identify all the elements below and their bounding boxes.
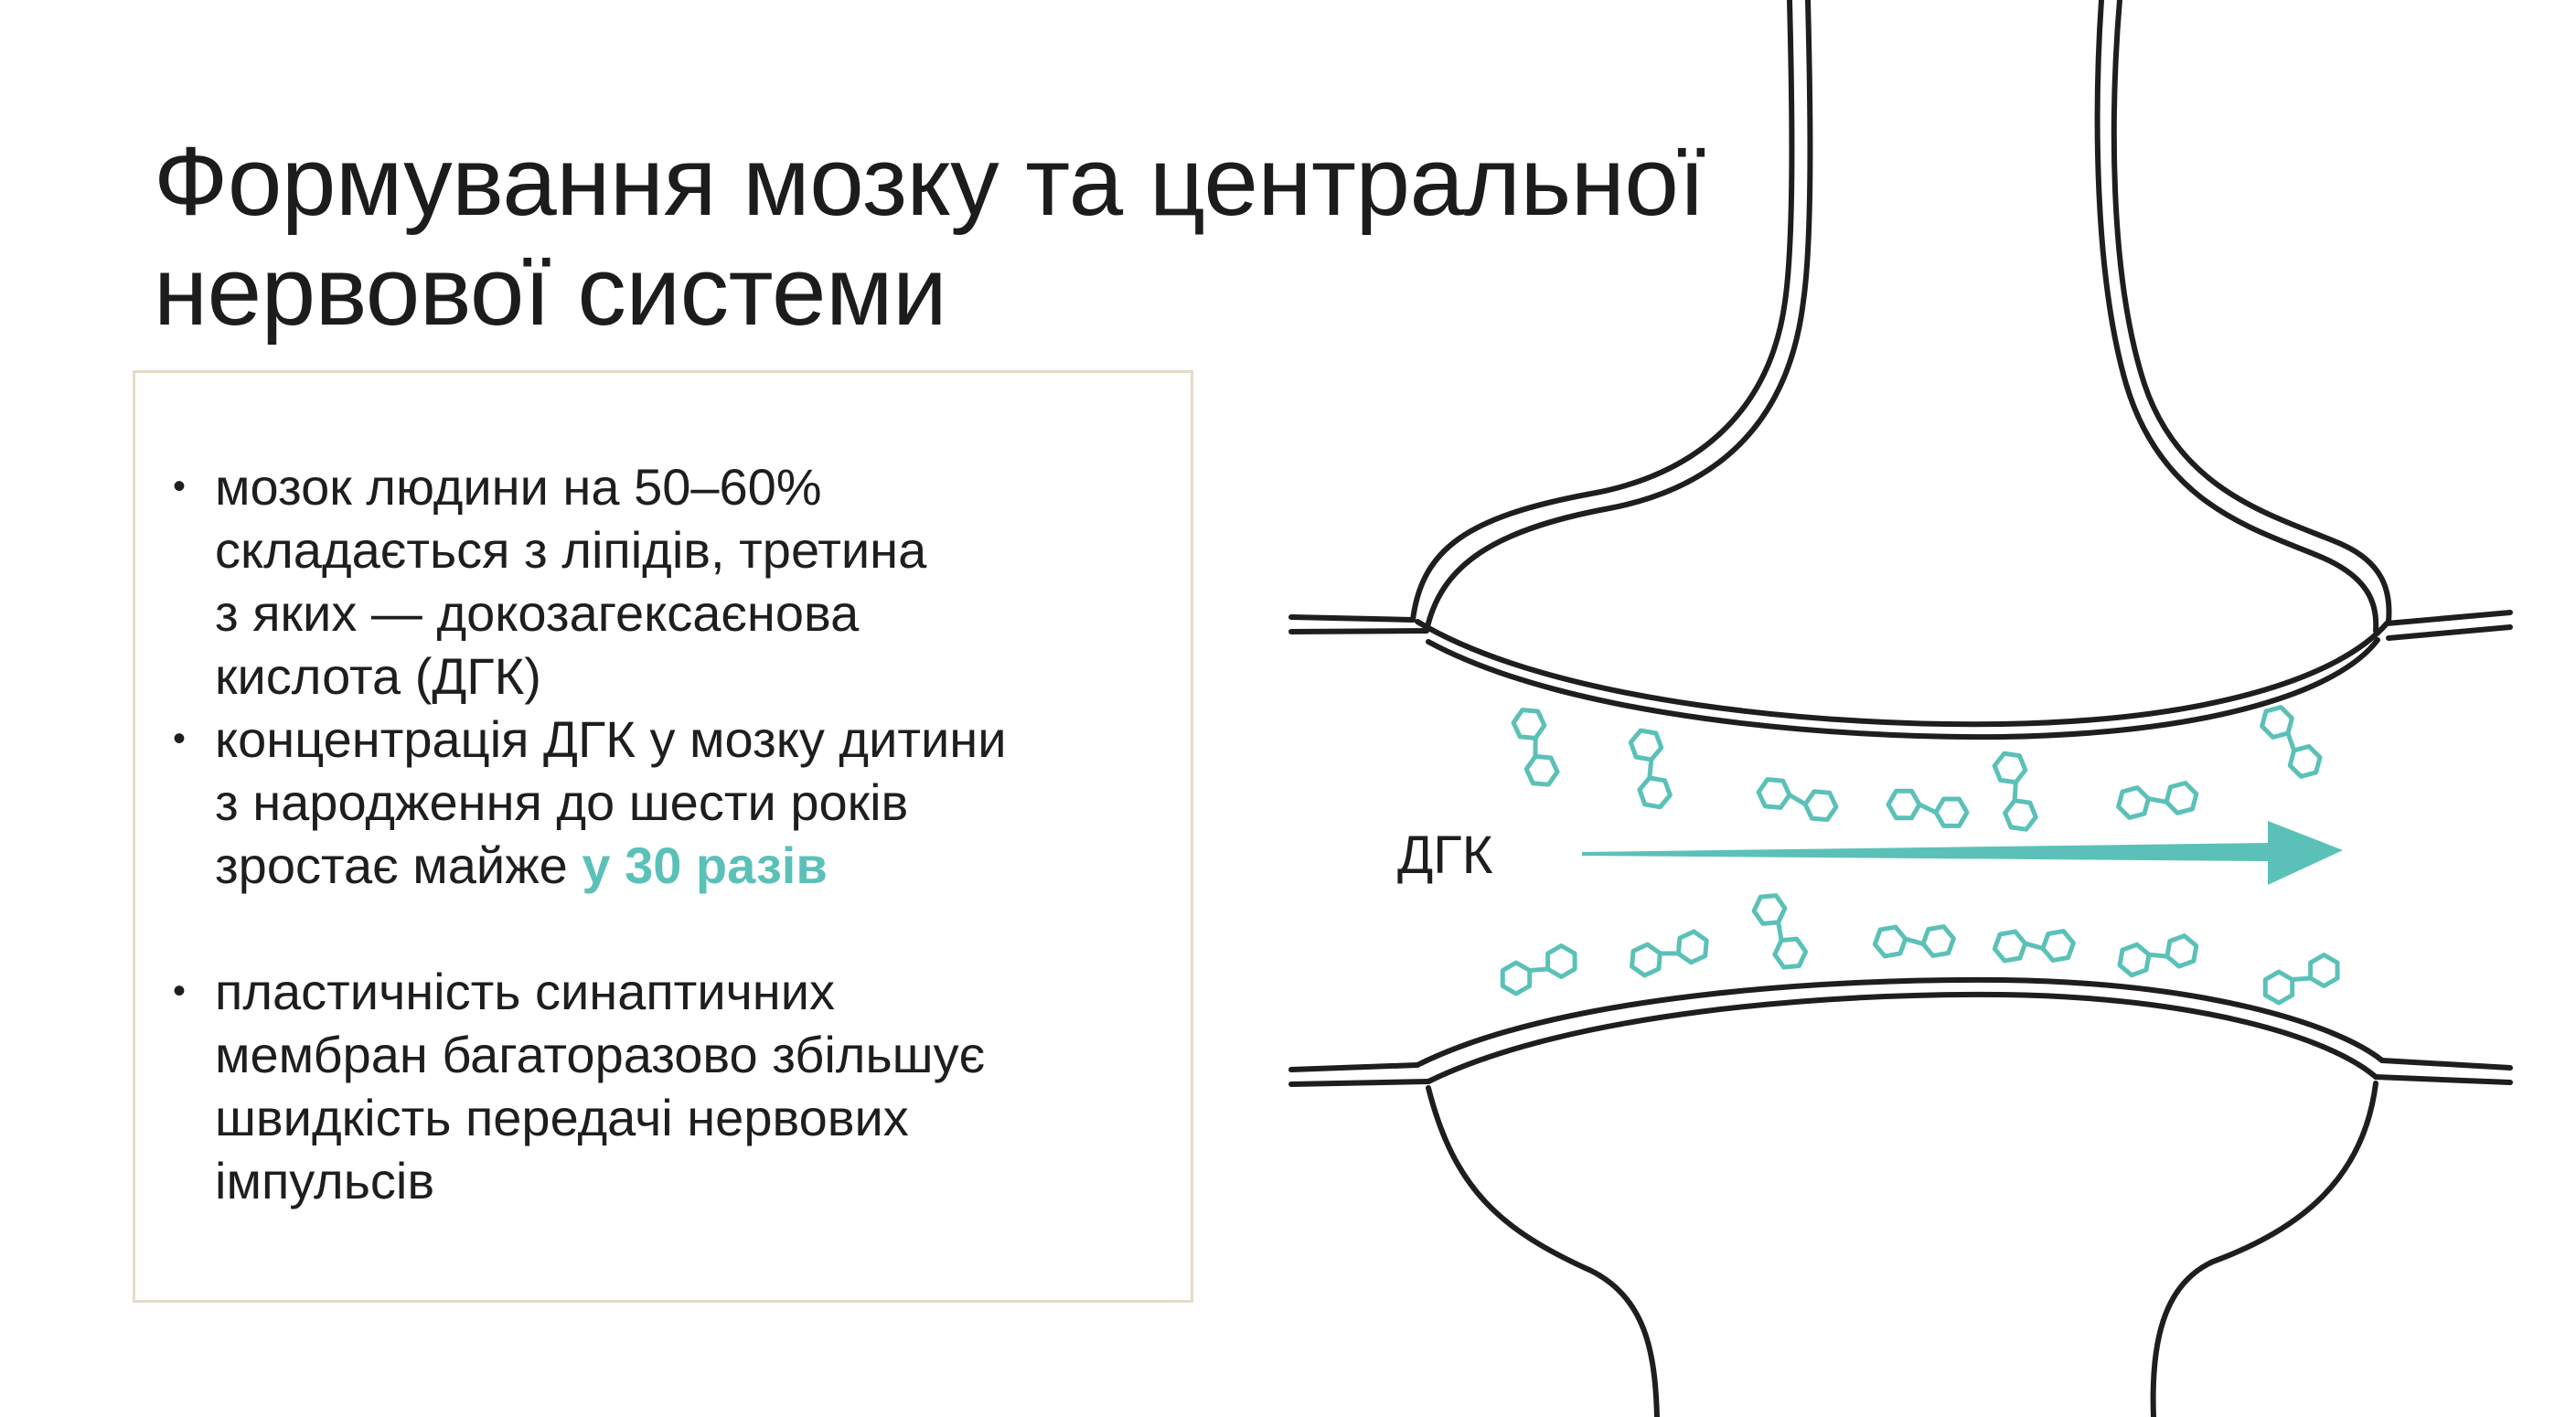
- text-box: [133, 370, 1193, 1303]
- molecule-icon: [1990, 901, 2079, 990]
- molecule-icon: [2252, 704, 2330, 780]
- bullet-line: складається з ліпідів, третина: [215, 521, 927, 579]
- slide-title-line-2: нервової системи: [154, 236, 947, 346]
- bullet-dot-icon: •: [173, 466, 187, 506]
- bullet-item-plasticity: • пластичність синаптичних мембран багат…: [173, 960, 1170, 1212]
- bullet-line: зростає майже: [215, 836, 583, 894]
- bullet-line: з яких — докозагексаєнова: [215, 584, 860, 642]
- bullet-item-lipids: • мозок людини на 50–60% складається з л…: [173, 455, 1170, 708]
- highlight-text: у 30 разів: [582, 836, 828, 894]
- molecule-icon: [1885, 766, 1971, 852]
- synapse-diagram: ДГК: [1288, 0, 2513, 1417]
- bullet-line: з народження до шести років: [215, 773, 909, 831]
- molecule-icon: [1737, 890, 1822, 973]
- molecule-icon: [1971, 748, 2059, 836]
- molecule-icon: [1626, 910, 1714, 997]
- bullet-line: мембран багаторазово збільшує: [215, 1026, 986, 1083]
- bullet-line: швидкість передачі нервових: [215, 1089, 909, 1146]
- molecule-icon: [2113, 756, 2202, 845]
- bullet-list: • мозок людини на 50–60% складається з л…: [173, 455, 1170, 1212]
- postsynaptic-terminal: [1288, 976, 2513, 1417]
- molecule-icon: [1606, 725, 1694, 814]
- slide-title-line-1: Формування мозку та центральної: [154, 126, 1705, 236]
- bullet-line: концентрація ДГК у мозку дитини: [215, 710, 1007, 768]
- arrow-right-icon: [1582, 821, 2343, 885]
- dhk-label: ДГК: [1397, 826, 1493, 885]
- slide-title: Формування мозку та центральної нервової…: [154, 126, 1800, 346]
- presynaptic-terminal: [1288, 0, 2513, 740]
- molecule-icon: [1755, 758, 1839, 841]
- bullet-item-concentration: • концентрація ДГК у мозку дитини з наро…: [173, 708, 1170, 897]
- bullet-line: мозок людини на 50–60%: [215, 458, 822, 516]
- bullet-line: пластичність синаптичних: [215, 963, 835, 1020]
- bullet-dot-icon: •: [173, 719, 187, 759]
- molecule-icon: [1870, 897, 1959, 986]
- bullet-dot-icon: •: [173, 971, 187, 1011]
- molecule-icon: [1496, 927, 1582, 1013]
- direction-arrow: [1582, 821, 2343, 885]
- molecule-icon: [1491, 704, 1579, 792]
- bullet-line: кислота (ДГК): [215, 647, 541, 705]
- molecule-icon: [2259, 936, 2345, 1022]
- bullet-line: імпульсів: [215, 1152, 435, 1209]
